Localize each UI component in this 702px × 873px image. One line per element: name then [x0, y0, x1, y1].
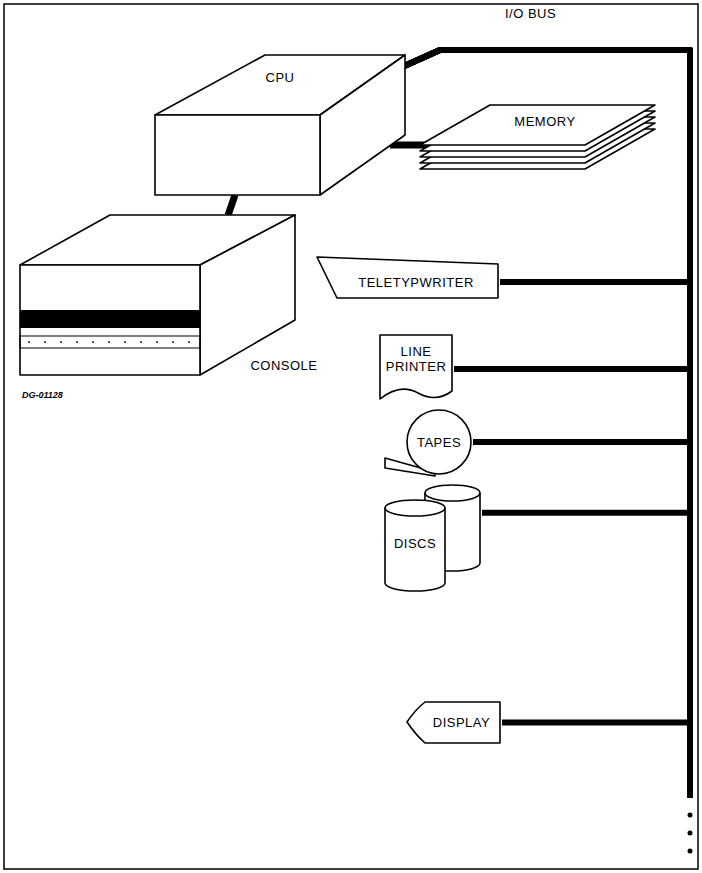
frame-border	[4, 4, 698, 869]
cpu-box: CPU	[150, 50, 410, 200]
node-label: TELETYPWRITER	[337, 267, 495, 297]
continuation-dot	[688, 831, 693, 836]
bus-trunk	[687, 718, 693, 798]
io-bus-line	[362, 50, 690, 723]
node-label: DISCS	[387, 531, 443, 555]
node-label: TAPES	[409, 432, 469, 452]
teletypewriter-box: TELETYPWRITER	[315, 255, 500, 300]
console-box: CONSOLE	[15, 210, 335, 385]
display-box: DISPLAY	[405, 700, 502, 745]
node-label: MEMORY	[475, 110, 615, 132]
io-bus-line	[362, 50, 690, 442]
io-bus-line	[362, 50, 690, 282]
memory-stack: MEMORY	[415, 100, 660, 175]
link-bar	[228, 195, 235, 215]
memory-stack-outline	[415, 100, 660, 175]
continuation-dot	[688, 813, 693, 818]
continuation-dot	[688, 849, 693, 854]
io-bus-line	[362, 50, 690, 369]
line-printer-box: LINE PRINTER	[378, 333, 454, 405]
bus-label: I/O BUS	[505, 6, 556, 21]
tape-reel: TAPES	[405, 408, 473, 476]
node-label: CONSOLE	[237, 356, 331, 374]
node-label: LINE PRINTER	[381, 339, 451, 379]
node-label: DISPLAY	[423, 704, 500, 741]
figure-number: DG-01128	[22, 390, 63, 400]
node-label: CPU	[235, 64, 325, 90]
disc-cylinders: DISCS	[383, 483, 482, 593]
